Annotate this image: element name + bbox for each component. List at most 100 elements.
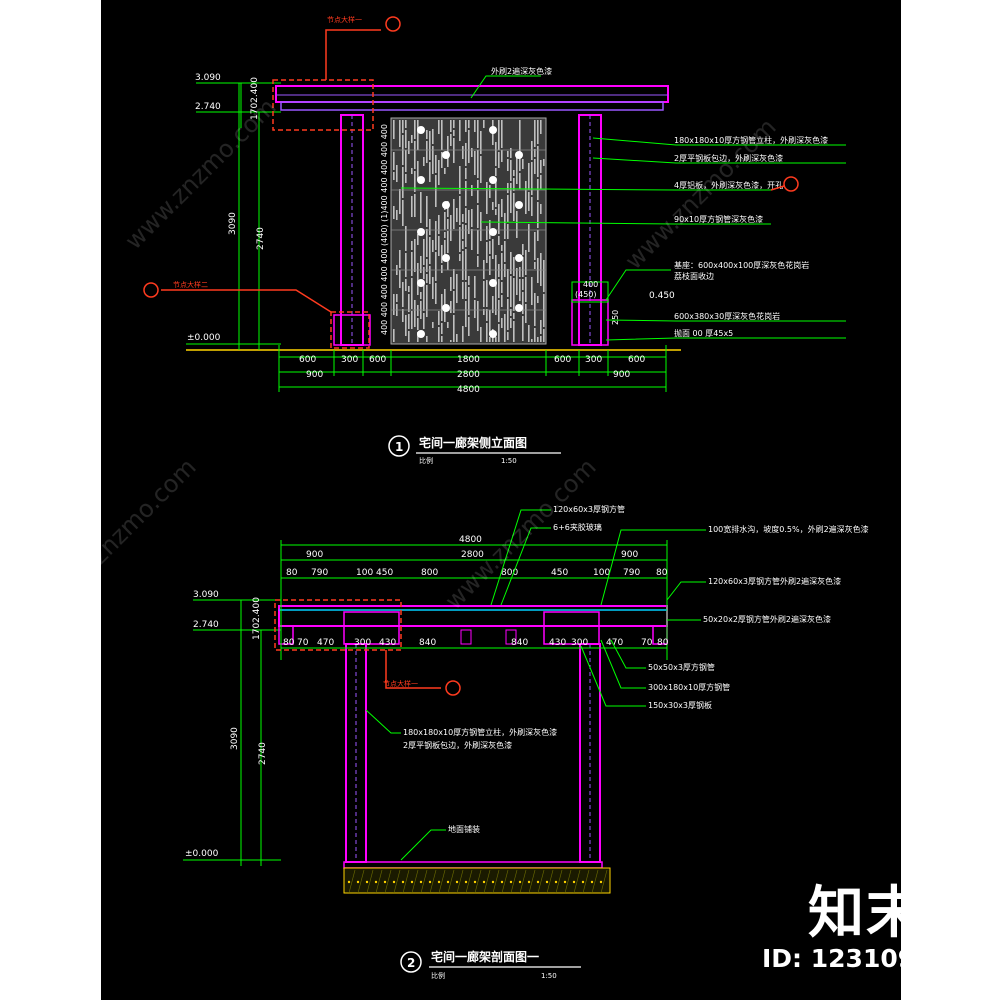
panel-dot [417,126,425,134]
panel-slot [468,276,470,285]
slab-hatch-line [483,869,491,894]
panel-dot [489,176,497,184]
panel-slot [516,154,518,184]
slab-hatch-line [384,869,392,894]
panel-slot [408,331,410,342]
slab-aggregate [536,880,540,884]
panel-slot [459,227,461,252]
panel-slot [495,255,497,281]
d1-scale: 1:50 [501,457,517,465]
panel-slot [504,241,506,262]
section-dim-row4: 840 [419,638,436,648]
panel-slot [396,294,398,302]
panel-slot [540,320,542,334]
panel-slot [537,258,539,283]
panel-slot [513,278,515,311]
panel-slot [426,130,428,139]
watermark-cn-1: 知末网 [0,283,54,355]
panel-slot [435,221,437,250]
panel-slot [510,183,512,213]
panel-slot [537,296,539,303]
panel-dot [515,151,523,159]
note-d2-3: 120x60x3厚钢方管外刷2遍深灰色漆 [708,576,841,586]
slab-hatch-line [492,869,500,894]
panel-slot [510,148,512,158]
dim1-d: 1800 [457,355,480,365]
panel-slot [513,321,515,342]
panel-slot [408,314,410,329]
panel-slot [453,199,455,229]
panel-slot [408,286,410,292]
panel-slot [411,252,413,276]
panel-slot [462,282,464,299]
panel-slot [393,120,395,139]
panel-slot [498,300,500,322]
slab-aggregate [500,880,504,884]
panel-slot [429,162,431,182]
panel-slot [507,269,509,297]
slab-hatch-line [402,869,410,894]
panel-slot [498,204,500,234]
panel-slot [411,278,413,309]
slab-hatch-line [411,869,419,894]
note-d2-0: 120x60x3厚钢方管 [553,504,625,514]
left-base [333,314,371,346]
d1-title: 宅间一廊架侧立面图 [419,435,527,450]
panel-dot [515,304,523,312]
slab-aggregate [572,880,576,884]
section-dim-row4: 70 [641,638,653,648]
panel-slot [414,120,416,139]
panel-slot [540,120,542,134]
panel-slot [486,323,488,342]
panel-slot [441,336,443,342]
panel-slot [411,311,413,329]
panel-slot [465,282,467,299]
dim1-c: 600 [369,355,386,365]
panel-slot [468,287,470,315]
panel-slot [453,130,455,136]
slab-aggregate [392,880,396,884]
slab-aggregate [455,880,459,884]
panel-slot [534,149,536,157]
note-d2-2: 100宽排水沟，坡度0.5%，外刷2遍深灰色漆 [708,524,869,534]
panel-slot [501,199,503,217]
slab-hatch-line [600,869,608,894]
panel-slot [498,152,500,168]
d2-scale-label: 比例 [431,971,445,980]
slab-hatch-line [447,869,455,894]
slab-hatch-line [465,869,473,894]
panel-slot [483,281,485,307]
slab-hatch-line [591,869,599,894]
panel-slot [486,280,488,307]
right-base [571,299,609,346]
panel-slot [471,229,473,250]
panel-slot [414,239,416,272]
panel-slot [453,315,455,342]
s-dim2-c: 900 [621,550,638,560]
panel-slot [531,277,533,305]
perforated-panel [390,117,547,345]
slab-hatch-line [393,869,401,894]
note-d2-6: 300x180x10厚方钢管 [648,682,730,692]
panel-slot [417,263,419,295]
panel-slot [471,148,473,157]
panel-slot [540,175,542,189]
slab-hatch-line [555,869,563,894]
panel-slot [402,282,404,307]
panel-slot [477,150,479,178]
panel-slot [435,155,437,173]
panel-slot [411,241,413,250]
panel-dot [417,228,425,236]
panel-slot [525,304,527,323]
brand-logo: 知末 [808,881,924,946]
dim1-b: 300 [341,355,358,365]
panel-slot [453,269,455,289]
section-dim-row4: 840 [511,638,528,648]
elevation-drawing: 3.090 2.740 ±0.000 1702.400 3090 2740 [143,15,846,465]
panel-slot [501,245,503,251]
slab-hatch-line [375,869,383,894]
panel-slot [405,226,407,251]
panel-slot [438,327,440,342]
panel-slot [402,120,404,133]
panel-slot [531,162,533,195]
